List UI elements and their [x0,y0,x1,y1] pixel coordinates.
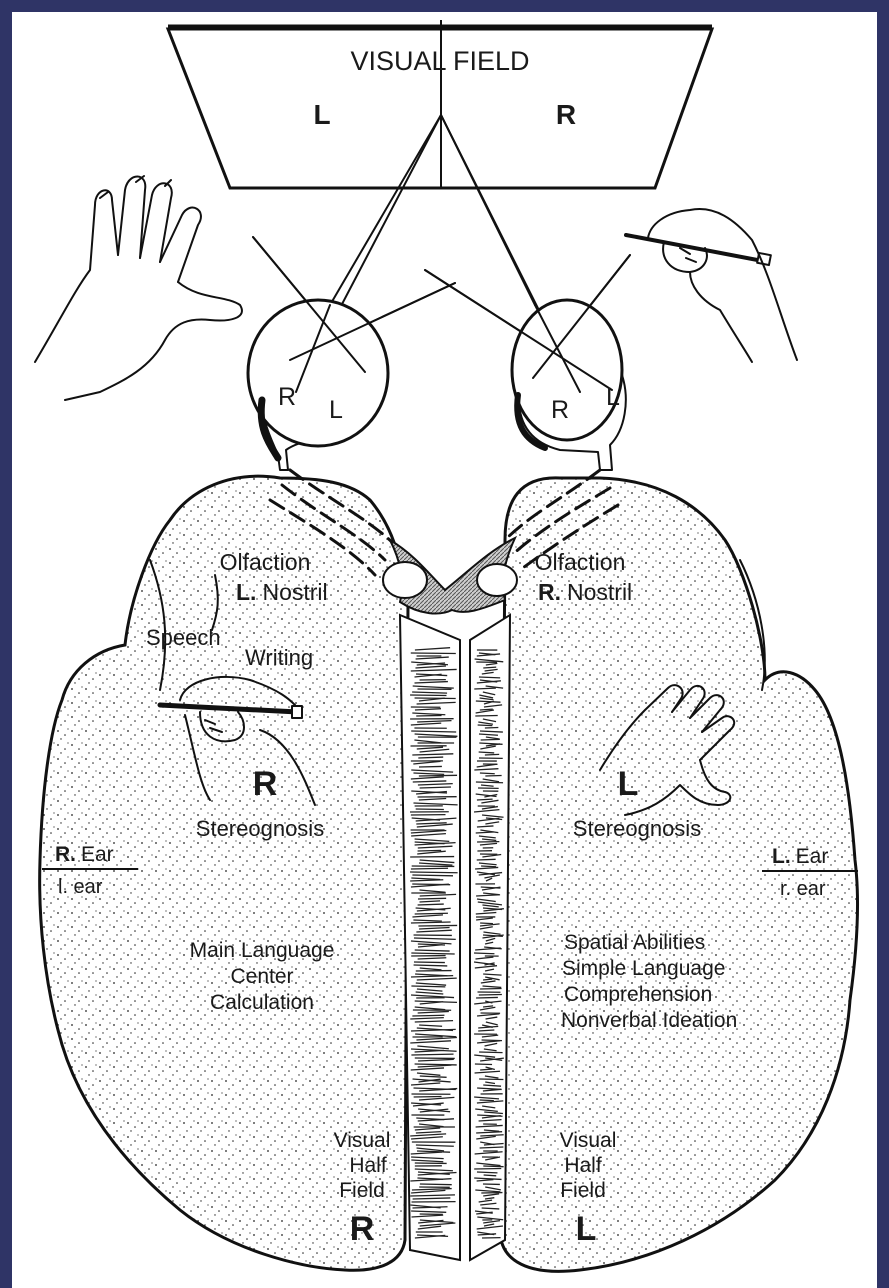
callosum-fiber [479,1052,502,1053]
callosum-fiber [418,904,444,905]
right-olfaction-label: Olfaction [535,549,626,575]
right-function-2: Simple Language [562,957,725,980]
right-function-4: Nonverbal Ideation [561,1009,737,1032]
corpus-callosum [400,615,510,1260]
callosum-fiber [483,1166,503,1167]
left-field-letter: R [350,1210,375,1248]
callosum-fiber [419,766,442,767]
left-ear-lower-label: l. ear [58,876,103,898]
visual-field-left-label: L [313,99,330,130]
left-hand-letter: R [253,765,278,803]
left-eye-r-label: R [278,383,296,411]
callosum-fiber [474,953,494,954]
callosum-fiber [485,754,499,755]
callosum-fiber [480,923,493,924]
left-ear-word: Ear [81,843,114,866]
callosum-fiber [420,1184,452,1185]
callosum-fiber [481,866,496,867]
callosum-fiber [479,677,500,678]
right-eye-r-label: R [551,396,569,424]
callosum-fiber [476,997,498,998]
callosum-fiber [416,809,444,810]
callosum-fiber [475,715,497,716]
left-nostril-side: L. [236,579,256,605]
diagram-canvas: VISUAL FIELD L R [12,12,877,1288]
right-ear-side: L. [772,845,791,868]
callosum-fiber [412,875,453,876]
right-field-letter: L [576,1210,597,1248]
writing-hand-icon [626,209,797,362]
callosum-fiber [484,1175,497,1176]
callosum-fiber [415,698,456,699]
callosum-fiber [485,775,501,776]
left-olfaction-nostril-label: L.Nostril [236,579,328,605]
right-visual-half-3: Field [560,1179,606,1202]
right-function-3: Comprehension [564,983,712,1006]
open-hand-icon [35,176,242,400]
callosum-fiber [418,898,446,899]
callosum-fiber [411,1054,453,1055]
left-eye [248,300,388,470]
speech-label: Speech [146,625,221,650]
right-hand-letter: L [618,765,639,803]
callosum-fiber [478,725,493,726]
right-visual-half-1: Visual [560,1129,617,1152]
callosum-fiber [410,872,458,873]
right-function-1: Spatial Abilities [564,931,705,954]
writing-label: Writing [245,645,313,670]
left-function-2: Center [230,965,293,988]
left-ear-label: R.Ear [55,843,114,866]
right-ear-lower-label: r. ear [780,878,826,900]
right-eye-l-label: L [606,383,620,411]
left-visual-half-2: Half [349,1154,387,1177]
callosum-fiber [412,1015,444,1016]
left-function-1: Main Language [190,939,335,962]
callosum-fiber [418,925,457,926]
callosum-fiber [418,850,442,851]
visual-field-title: VISUAL FIELD [350,46,529,76]
brain-diagram: VISUAL FIELD L R [12,12,877,1288]
right-ear-word: Ear [796,845,829,868]
callosum-fiber [480,773,495,774]
callosum-fiber [411,986,445,987]
right-nostril-side: R. [538,579,561,605]
optic-chiasm [383,538,517,614]
callosum-fiber [477,859,496,860]
right-ear-label: L.Ear [772,845,828,868]
right-visual-half-2: Half [564,1154,602,1177]
left-stereognosis-label: Stereognosis [196,816,324,841]
callosum-fiber [411,868,448,869]
right-olfaction-nostril-label: R.Nostril [538,579,632,605]
right-stereognosis-label: Stereognosis [573,816,701,841]
left-nostril-word: Nostril [262,579,327,605]
callosum-fiber [474,1168,501,1169]
callosum-fiber [474,688,496,689]
left-olfaction-label: Olfaction [220,549,311,575]
callosum-fiber [411,653,456,654]
callosum-fiber [415,913,448,914]
callosum-fiber [414,962,445,963]
callosum-fiber [477,799,493,800]
left-eye-l-label: L [329,396,343,424]
left-visual-half-3: Field [339,1179,385,1202]
left-ear-side: R. [55,843,76,866]
callosum-fiber [480,1100,494,1101]
callosum-fiber [476,782,503,783]
left-function-3: Calculation [210,991,314,1014]
right-nostril-word: Nostril [567,579,632,605]
callosum-fiber [419,775,457,776]
callosum-fiber [410,695,446,696]
callosum-fiber [481,739,500,740]
visual-field-right-label: R [556,99,576,130]
callosum-fiber [416,715,441,716]
callosum-fiber [477,1172,498,1173]
left-visual-half-1: Visual [334,1129,391,1152]
callosum-fiber [483,667,496,668]
